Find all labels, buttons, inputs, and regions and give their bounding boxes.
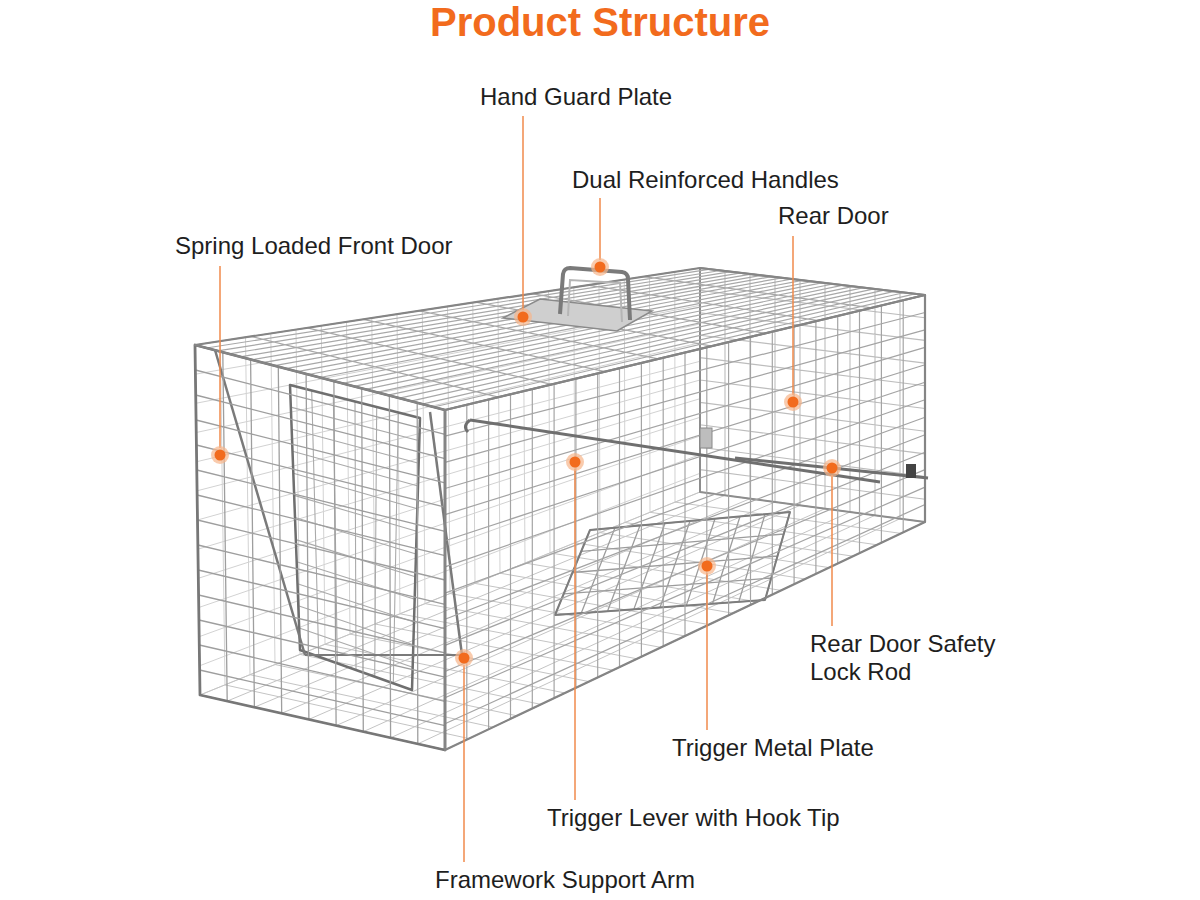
- callout-dot-halo: [566, 453, 584, 471]
- latch: [906, 464, 916, 478]
- title: Product Structure: [430, 0, 770, 45]
- lock-rod: [735, 458, 928, 478]
- leader-line: [831, 475, 833, 626]
- pivot-bracket: [700, 428, 712, 448]
- callout-dot-halo: [784, 393, 802, 411]
- leader-line: [522, 116, 524, 310]
- front-frame: [195, 345, 445, 750]
- front-mesh: [195, 345, 445, 750]
- callout-dot-halo: [823, 459, 841, 477]
- leader-line: [574, 469, 576, 800]
- callout-dot-halo: [698, 557, 716, 575]
- callout-dots: [211, 258, 841, 667]
- part-label: Rear Door Safety Lock Rod: [810, 630, 1040, 686]
- part-label: Rear Door: [778, 202, 889, 230]
- leader-line: [792, 236, 794, 395]
- part-label: Hand Guard Plate: [480, 83, 672, 111]
- part-label: Framework Support Arm: [435, 866, 695, 894]
- callout-dot: [595, 262, 606, 273]
- part-label: Dual Reinforced Handles: [572, 166, 839, 194]
- callout-dot-halo: [514, 308, 532, 326]
- cage-parts: [465, 268, 928, 482]
- leader-line: [219, 266, 221, 448]
- callout-dot: [827, 463, 838, 474]
- trigger-rod: [470, 420, 880, 482]
- callout-dot-halo: [211, 446, 229, 464]
- support-arm: [305, 654, 462, 656]
- part-label: Trigger Metal Plate: [672, 734, 874, 762]
- callout-dot: [215, 450, 226, 461]
- handle-inner: [568, 280, 622, 322]
- callout-dot: [518, 312, 529, 323]
- front-door-frame: [290, 385, 420, 690]
- callout-dot-halo: [591, 258, 609, 276]
- part-label: Trigger Lever with Hook Tip: [547, 804, 840, 832]
- hook-tip: [465, 420, 470, 432]
- callout-dot: [570, 457, 581, 468]
- callout-dot: [459, 653, 470, 664]
- callout-dot-halo: [455, 649, 473, 667]
- part-label: Spring Loaded Front Door: [175, 232, 453, 260]
- leader-line: [706, 573, 708, 730]
- callout-dot: [702, 561, 713, 572]
- leader-line: [463, 665, 465, 862]
- leader-line: [599, 198, 601, 260]
- callout-dot: [788, 397, 799, 408]
- handle: [560, 268, 630, 320]
- top-frame: [195, 268, 925, 410]
- front-door-mesh: [290, 385, 420, 690]
